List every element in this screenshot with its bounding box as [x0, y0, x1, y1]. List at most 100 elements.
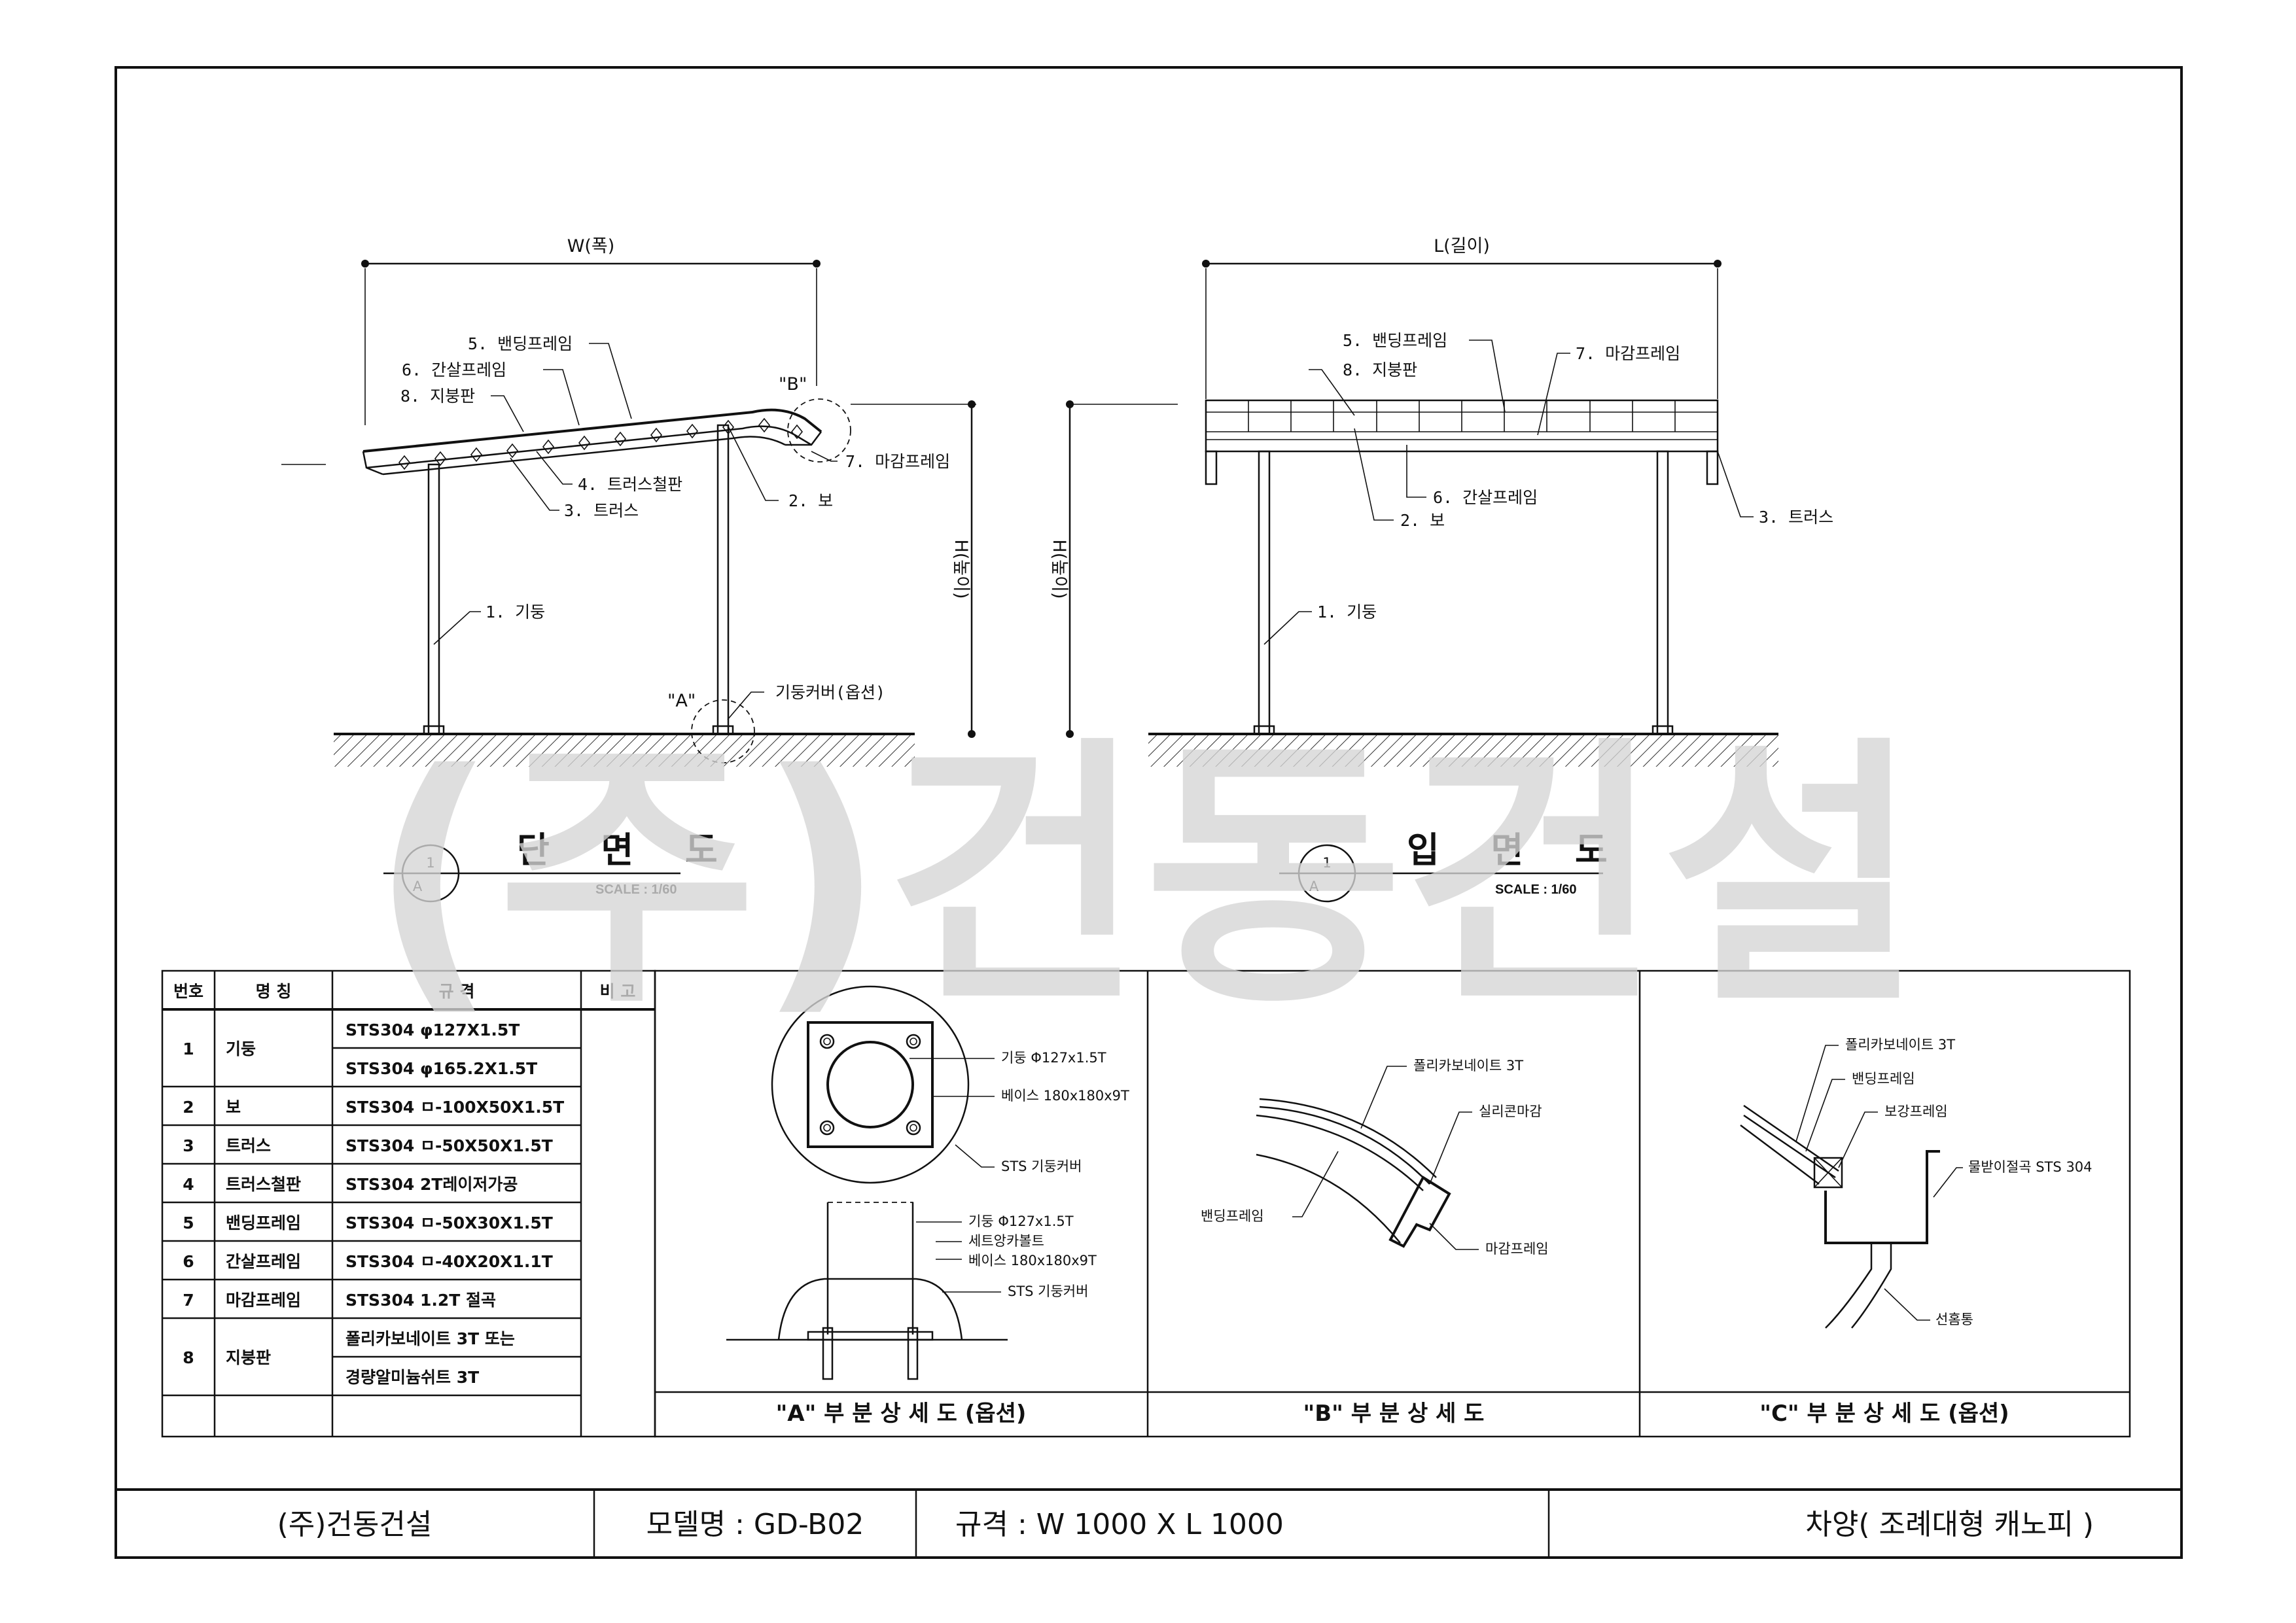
elev-callout-7: 7. 마감프레임 — [1576, 344, 1680, 363]
sec-callout-4: 4. 트러스철판 — [578, 475, 682, 494]
row4-no: 4 — [183, 1175, 194, 1194]
db-label-3: 밴딩프레임 — [1201, 1208, 1264, 1224]
row1-spec2: STS304 φ165.2X1.5T — [345, 1059, 537, 1078]
da-plan-label-3: STS 기둥커버 — [1001, 1159, 1082, 1174]
row2-no: 2 — [183, 1098, 194, 1117]
detail-a-plan — [771, 985, 995, 1184]
dc-label-3: 보강프레임 — [1884, 1104, 1948, 1119]
roof-top-chord — [362, 408, 822, 453]
sec-callout-2: 2. 보 — [788, 491, 833, 510]
sec-callout-8: 8. 지붕판 — [400, 387, 475, 406]
sec-callout-6: 6. 간살프레임 — [402, 360, 506, 379]
section-scale: SCALE : 1/60 — [595, 882, 677, 897]
row4-spec: STS304 2T레이저가공 — [345, 1175, 518, 1194]
dc-label-2: 밴딩프레임 — [1852, 1071, 1915, 1087]
section-view: W(폭) "B" — [281, 236, 976, 903]
sec-callout-7: 7. 마감프레임 — [845, 452, 950, 471]
row7-name: 마감프레임 — [226, 1291, 301, 1310]
sec-callout-3: 3. 트러스 — [564, 501, 639, 520]
row3-no: 3 — [183, 1136, 194, 1155]
dc-label-1: 폴리카보네이트 3T — [1845, 1037, 1955, 1053]
elev-callout-2: 2. 보 — [1400, 511, 1445, 530]
elev-column-right — [1656, 450, 1669, 735]
da-sec-label-3: 베이스 180x180x9T — [968, 1253, 1097, 1268]
row1-no: 1 — [183, 1039, 194, 1058]
detail-a-tag: "A" — [667, 691, 696, 711]
da-plan-label-1: 기둥 Φ127x1.5T — [1001, 1050, 1106, 1066]
db-label-2: 실리콘마감 — [1479, 1104, 1542, 1119]
detail-a-section — [726, 1202, 1008, 1380]
db-label-4: 마감프레임 — [1485, 1241, 1549, 1257]
elev-marker-sheet: A — [1309, 879, 1319, 894]
row3-name: 트러스 — [226, 1136, 271, 1155]
section-marker-num: 1 — [426, 855, 434, 871]
section-height-dim: H(높이) — [951, 539, 971, 599]
elev-scale: SCALE : 1/60 — [1495, 882, 1576, 897]
row5-no: 5 — [183, 1213, 194, 1232]
sheet-border — [115, 66, 2183, 1559]
elev-column-left — [1258, 450, 1271, 735]
elevation-view: L(길이) H(높이) 5. 밴딩프레임 — [1049, 236, 1833, 903]
truss-star-plates — [398, 417, 804, 470]
row7-no: 7 — [183, 1291, 194, 1310]
th-name: 명 칭 — [256, 982, 292, 1001]
row7-spec: STS304 1.2T 절곡 — [345, 1291, 496, 1310]
row4-name: 트러스철판 — [226, 1175, 301, 1194]
detail-c-drawing — [1740, 1045, 1963, 1329]
elev-callout-1: 1. 기둥 — [1317, 602, 1377, 621]
db-label-1: 폴리카보네이트 3T — [1413, 1058, 1523, 1073]
sec-callout-1: 1. 기둥 — [486, 602, 545, 621]
dc-label-5: 선홈통 — [1935, 1312, 1973, 1327]
da-plan-label-2: 베이스 180x180x9T — [1001, 1088, 1129, 1104]
row6-spec: STS304 ㅁ-40X20X1.1T — [345, 1252, 553, 1271]
row8-name: 지붕판 — [226, 1348, 271, 1367]
elev-marker-num: 1 — [1322, 855, 1331, 871]
row3-spec: STS304 ㅁ-50X50X1.5T — [345, 1136, 553, 1155]
section-title: 단 면 도 — [517, 829, 737, 871]
elev-height-dim: H(높이) — [1049, 539, 1069, 599]
row6-name: 간살프레임 — [226, 1252, 301, 1271]
width-dim-label: W(폭) — [567, 236, 615, 256]
row8-spec2: 경량알미늄쉬트 3T — [345, 1368, 479, 1387]
detail-b-caption: "B" 부 분 상 세 도 — [1303, 1401, 1485, 1427]
tb-company: (주)건동건설 — [277, 1508, 433, 1541]
sec-callout-column-cover: 기둥커버(옵션) — [775, 683, 885, 702]
tb-model: 모델명 : GD-B02 — [646, 1508, 864, 1541]
row8-no: 8 — [183, 1348, 194, 1367]
parts-table: 번호 명 칭 규 격 비 고 1 기둥 STS304 φ127X1.5T STS… — [161, 969, 656, 1438]
row5-name: 밴딩프레임 — [226, 1213, 301, 1232]
tb-product: 차양( 조례대형 캐노피 ) — [1805, 1508, 2094, 1541]
row8-spec1: 폴리카보네이트 3T 또는 — [345, 1329, 515, 1348]
elev-callout-3: 3. 트러스 — [1759, 508, 1833, 527]
th-no: 번호 — [173, 982, 203, 1001]
detail-c-caption: "C" 부 분 상 세 도 (옵션) — [1759, 1401, 2009, 1427]
da-sec-label-1: 기둥 Φ127x1.5T — [968, 1213, 1074, 1229]
title-block: (주)건동건설 모델명 : GD-B02 규격 : W 1000 X L 100… — [116, 1488, 2181, 1558]
row2-spec: STS304 ㅁ-100X50X1.5T — [345, 1098, 564, 1117]
detail-a-caption: "A" 부 분 상 세 도 (옵션) — [776, 1401, 1027, 1427]
detail-b-tag: "B" — [779, 374, 807, 394]
da-sec-label-4: STS 기둥커버 — [1008, 1283, 1088, 1299]
elevation-title: 입 면 도 — [1407, 829, 1627, 871]
detail-b-drawing — [1256, 1066, 1479, 1250]
da-sec-label-2: 세트앙카볼트 — [968, 1233, 1044, 1249]
row1-name: 기둥 — [226, 1039, 256, 1058]
tb-spec: 규격 : W 1000 X L 1000 — [955, 1508, 1284, 1541]
length-dim-label: L(길이) — [1434, 236, 1490, 256]
section-marker-sheet: A — [413, 879, 423, 894]
column-left — [427, 463, 440, 735]
elev-callout-8: 8. 지붕판 — [1343, 360, 1417, 379]
elev-callout-5: 5. 밴딩프레임 — [1343, 331, 1447, 350]
row2-name: 보 — [226, 1098, 241, 1117]
row6-no: 6 — [183, 1252, 194, 1271]
elev-callout-6: 6. 간살프레임 — [1433, 488, 1538, 507]
watermark: (주)건동건설 — [369, 714, 1920, 1041]
column-right — [716, 424, 730, 735]
dc-label-4: 물받이절곡 STS 304 — [1968, 1159, 2093, 1175]
detail-panels: 기둥 Φ127x1.5T 베이스 180x180x9T STS 기둥커버 기둥 … — [654, 969, 2131, 1438]
row1-spec1: STS304 φ127X1.5T — [345, 1021, 520, 1039]
row5-spec: STS304 ㅁ-50X30X1.5T — [345, 1213, 553, 1232]
sec-callout-5: 5. 밴딩프레임 — [468, 334, 573, 353]
th-spec: 규 격 — [439, 982, 475, 1001]
